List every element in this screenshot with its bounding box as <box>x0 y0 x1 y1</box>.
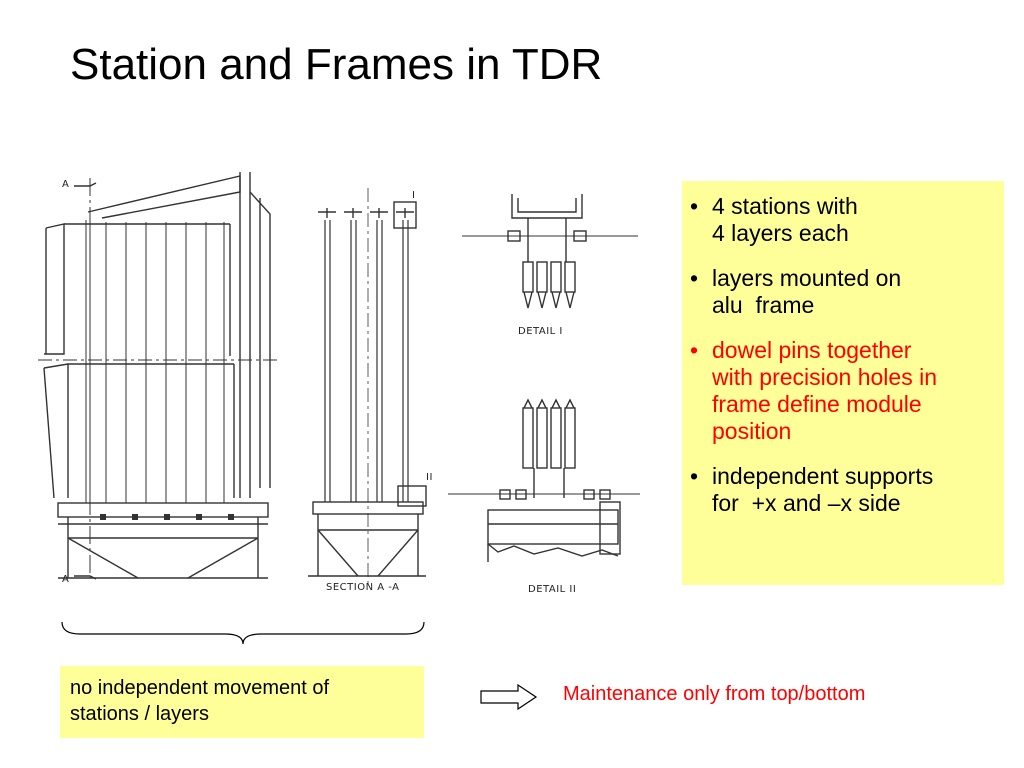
bullet-item: • layers mounted on alu frame <box>690 265 902 318</box>
hollow-right-arrow-icon <box>480 683 538 711</box>
detail-1-label: DETAIL I <box>518 326 563 337</box>
curly-brace <box>61 621 425 645</box>
detail-marker-i: I <box>412 190 415 201</box>
bullet-item-highlight: • dowel pins together with precision hol… <box>690 337 938 444</box>
section-marker-top: A <box>62 179 69 190</box>
section-marker-bottom: A <box>62 574 69 585</box>
detail-2-label: DETAIL II <box>528 584 576 595</box>
detail-marker-ii: II <box>426 472 433 483</box>
maintenance-note: Maintenance only from top/bottom <box>563 683 866 705</box>
section-a-a-view <box>308 188 427 588</box>
station-side-view <box>38 172 278 580</box>
section-a-a-label: SECTION A -A <box>326 582 400 593</box>
bullet-item: • independent supports for +x and –x sid… <box>690 463 934 516</box>
page-title: Station and Frames in TDR <box>70 40 603 89</box>
bullet-list: • 4 stations with 4 layers each • layers… <box>682 181 1004 585</box>
frame-drawing: A A I II SECTION A -A DETAIL I DETAIL II <box>38 172 640 595</box>
detail-1-view <box>462 194 638 309</box>
note-box: no independent movement of stations / la… <box>60 666 424 738</box>
detail-2-view <box>448 398 640 562</box>
bullet-item: • 4 stations with 4 layers each <box>690 193 858 246</box>
